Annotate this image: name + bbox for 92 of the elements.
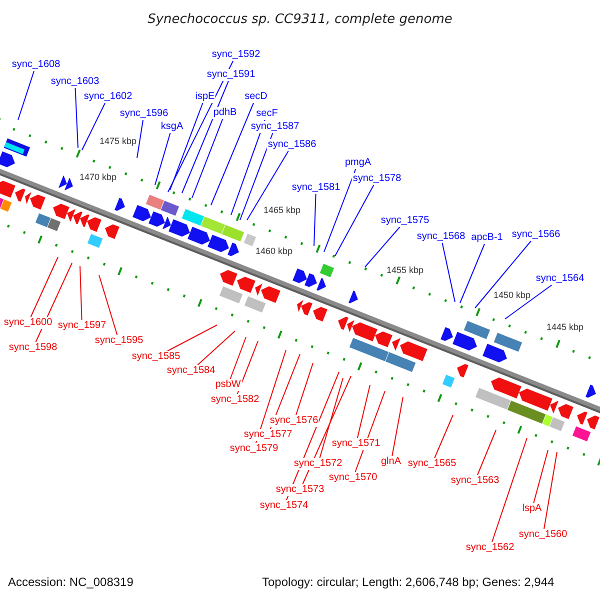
gene-label: sync_1596 bbox=[118, 108, 170, 120]
footer-text: Topology: circular; Length: 2,606,748 bp; Genes: 2,944 bbox=[262, 574, 554, 591]
gene-label: sync_1565 bbox=[406, 458, 458, 470]
leader-line bbox=[236, 340, 258, 394]
position-label: 1465 kbp bbox=[263, 204, 301, 217]
map-title: Synechococcus sp. CC9311, complete genome bbox=[148, 11, 452, 29]
leader-line bbox=[136, 120, 144, 158]
position-label: 1445 kbp bbox=[546, 321, 584, 334]
gene-label: sync_1608 bbox=[10, 59, 62, 71]
leader-line bbox=[334, 184, 374, 256]
gene-label: sync_1576 bbox=[268, 415, 320, 427]
leader-line bbox=[533, 450, 548, 504]
gene-label: sync_1577 bbox=[242, 429, 294, 441]
leader-line bbox=[230, 336, 246, 380]
leader-line bbox=[74, 88, 78, 148]
gene-label: pdhB bbox=[212, 107, 238, 119]
gene-label: sync_1571 bbox=[330, 438, 382, 450]
gene-label: sync_1572 bbox=[292, 458, 344, 470]
gene-label: sync_1602 bbox=[82, 91, 134, 103]
gene-label: sync_1585 bbox=[130, 351, 182, 363]
position-label: 1475 kbp bbox=[99, 135, 137, 148]
position-label: 1470 kbp bbox=[79, 171, 117, 184]
leader-line bbox=[364, 226, 400, 268]
gene-label: sync_1587 bbox=[250, 121, 300, 133]
gene-label: sync_1600 bbox=[2, 317, 54, 329]
gene-label: sync_1603 bbox=[50, 76, 100, 88]
gene-label: sync_1573 bbox=[274, 484, 326, 496]
position-label: 1450 kbp bbox=[493, 289, 531, 302]
gene-label: ispE bbox=[194, 91, 216, 103]
leader-line bbox=[356, 384, 370, 438]
gene-label: sync_1582 bbox=[210, 394, 260, 406]
leader-line bbox=[442, 242, 456, 302]
leader-line bbox=[82, 102, 106, 150]
gene-label: sync_1579 bbox=[228, 443, 280, 455]
gene-label: sync_1586 bbox=[266, 139, 318, 151]
footer-text: Accession: NC_008319 bbox=[8, 574, 134, 591]
leader-line bbox=[314, 194, 316, 246]
gene-label: glnA bbox=[380, 456, 402, 468]
leader-line bbox=[255, 350, 286, 444]
leader-line bbox=[492, 438, 528, 542]
leader-line bbox=[246, 150, 289, 220]
gene-label: secF bbox=[255, 108, 279, 120]
leader-line bbox=[30, 256, 58, 318]
leader-line bbox=[192, 118, 224, 198]
leader-line bbox=[544, 452, 558, 530]
gene-label: sync_1598 bbox=[8, 342, 58, 354]
leader-line bbox=[182, 80, 229, 194]
gene-label: sync_1566 bbox=[510, 229, 562, 241]
position-label: 1460 kbp bbox=[255, 245, 293, 258]
gene-label: sync_1592 bbox=[210, 49, 262, 61]
gene-label: sync_1575 bbox=[380, 215, 430, 227]
gene-label: secD bbox=[244, 91, 268, 103]
leader-line bbox=[460, 244, 485, 304]
leader-line bbox=[476, 430, 496, 476]
gene-label: sync_1584 bbox=[166, 365, 216, 377]
gene-label: sync_1578 bbox=[352, 173, 402, 185]
leader-line bbox=[98, 274, 118, 336]
leader-line bbox=[18, 70, 35, 120]
leader-line bbox=[168, 60, 234, 192]
gene-label: sync_1560 bbox=[518, 529, 568, 541]
gene-label: sync_1574 bbox=[258, 500, 310, 512]
leader-line bbox=[324, 168, 356, 252]
gene-label: pmgA bbox=[344, 157, 372, 169]
gene-label: apcB-1 bbox=[470, 232, 504, 244]
leader-line bbox=[434, 414, 454, 458]
leader-line bbox=[240, 132, 274, 220]
leader-line bbox=[166, 324, 218, 352]
leader-line bbox=[170, 102, 204, 190]
leader-line bbox=[295, 362, 314, 416]
leader-line bbox=[230, 120, 266, 216]
leader-line bbox=[197, 330, 236, 366]
gene-label: sync_1595 bbox=[94, 335, 144, 347]
leader-line bbox=[319, 378, 344, 458]
gene-label: sync_1597 bbox=[56, 320, 108, 332]
leader-line bbox=[392, 396, 404, 456]
position-label: 1455 kbp bbox=[386, 264, 424, 277]
gene-label: sync_1563 bbox=[450, 475, 500, 487]
gene-label: psbW bbox=[214, 379, 242, 391]
gene-label: sync_1581 bbox=[290, 182, 342, 194]
gene-label: sync_1591 bbox=[206, 69, 256, 81]
leader-line bbox=[80, 266, 82, 320]
gene-label: sync_1562 bbox=[464, 542, 516, 554]
gene-label: ksgA bbox=[160, 121, 184, 133]
leader-line bbox=[302, 376, 352, 484]
leader-line bbox=[474, 240, 532, 308]
gene-label: sync_1564 bbox=[534, 273, 586, 285]
gene-label: sync_1568 bbox=[416, 231, 466, 243]
leader-line bbox=[210, 102, 254, 206]
gene-label: lspA bbox=[521, 503, 543, 515]
leader-line bbox=[504, 284, 552, 320]
leader-line bbox=[154, 132, 171, 186]
gene-label: sync_1570 bbox=[328, 472, 378, 484]
